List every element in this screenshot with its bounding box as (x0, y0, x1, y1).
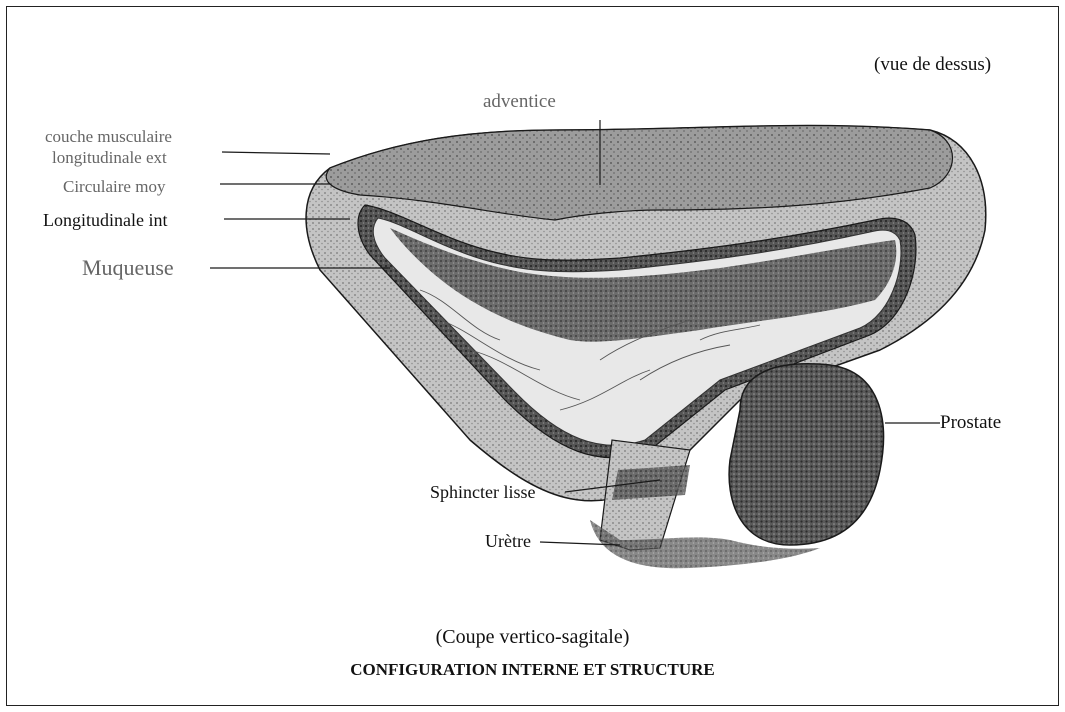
label-muqueuse: Muqueuse (82, 257, 174, 279)
view-note: (vue de dessus) (874, 55, 991, 74)
sphincter-band (612, 465, 690, 500)
label-uretre: Urètre (485, 532, 531, 550)
prostate-gland (729, 364, 883, 545)
label-circulaire: Circulaire moy (63, 178, 165, 195)
caption-subtitle: (Coupe vertico-sagitale) (0, 626, 1065, 649)
label-couche-musculaire-line1: couche musculaire (45, 128, 172, 145)
label-prostate: Prostate (940, 413, 1001, 432)
label-sphincter: Sphincter lisse (430, 483, 536, 501)
label-couche-musculaire-line2: longitudinale ext (52, 149, 167, 166)
caption-title: CONFIGURATION INTERNE ET STRUCTURE (0, 660, 1065, 680)
label-longitudinale-int: Longitudinale int (43, 211, 167, 229)
label-adventice: adventice (483, 92, 556, 111)
